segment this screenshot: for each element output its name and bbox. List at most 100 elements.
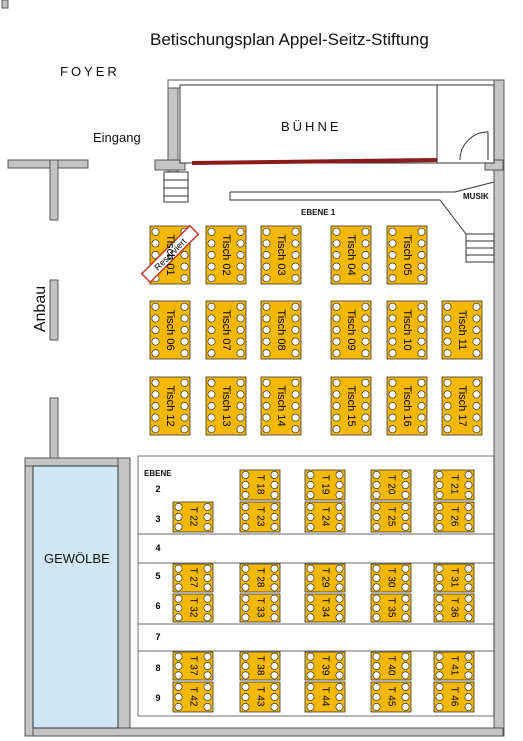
seat-icon: [207, 378, 216, 387]
table-lower-21[interactable]: [304, 651, 346, 681]
seat-icon: [372, 652, 381, 661]
seat-icon: [180, 378, 189, 387]
table-lower-6[interactable]: [304, 501, 346, 533]
seat-icon: [372, 693, 381, 701]
table-lower-5[interactable]: [239, 501, 281, 533]
seat-icon: [306, 564, 315, 573]
table-lower-3[interactable]: [433, 469, 475, 501]
seat-icon: [291, 413, 300, 422]
table-lower-4[interactable]: [172, 501, 214, 533]
table-upper-12[interactable]: [205, 376, 247, 436]
table-upper-8[interactable]: [330, 300, 372, 360]
table-lower-17[interactable]: [370, 593, 412, 623]
table-upper-16[interactable]: [441, 376, 483, 436]
table-lower-14[interactable]: [172, 593, 214, 623]
table-upper-10[interactable]: [441, 300, 483, 360]
table-label-5: T 23: [254, 506, 266, 527]
table-lower-11[interactable]: [304, 563, 346, 593]
table-lower-20[interactable]: [239, 651, 281, 681]
seat-icon: [306, 583, 315, 592]
table-upper-13[interactable]: [260, 376, 302, 436]
table-upper-9[interactable]: [386, 300, 428, 360]
seat-icon: [435, 471, 444, 479]
seat-icon: [262, 337, 271, 346]
seat-icon: [174, 513, 183, 521]
table-label-8: T 26: [448, 506, 460, 527]
seat-icon: [401, 662, 410, 670]
seat-icon: [207, 402, 216, 410]
seat-icon: [241, 594, 250, 603]
seat-icon: [332, 413, 341, 422]
seat-icon: [435, 481, 444, 489]
seat-icon: [174, 662, 183, 670]
seat-icon: [372, 671, 381, 680]
table-label-4: T 22: [187, 506, 199, 527]
table-lower-12[interactable]: [370, 563, 412, 593]
seat-icon: [207, 413, 216, 422]
seat-icon: [291, 326, 300, 334]
table-lower-10[interactable]: [239, 563, 281, 593]
table-upper-2[interactable]: [260, 225, 302, 285]
table-lower-22[interactable]: [370, 651, 412, 681]
table-lower-13[interactable]: [433, 563, 475, 593]
seat-icon: [435, 564, 444, 573]
seat-icon: [335, 523, 344, 531]
table-upper-1[interactable]: [205, 225, 247, 285]
seat-icon: [472, 378, 481, 387]
table-lower-19[interactable]: [172, 651, 214, 681]
table-label-17: T 35: [385, 597, 397, 618]
table-lower-24[interactable]: [172, 681, 214, 713]
table-lower-23[interactable]: [433, 651, 475, 681]
seat-icon: [270, 481, 279, 489]
table-lower-8[interactable]: [433, 501, 475, 533]
seat-icon: [435, 513, 444, 521]
seat-icon: [417, 349, 426, 358]
seat-icon: [207, 262, 216, 271]
seat-icon: [401, 564, 410, 573]
table-lower-0[interactable]: [239, 469, 281, 501]
seat-icon: [306, 471, 315, 479]
table-lower-15[interactable]: [239, 593, 281, 623]
table-lower-25[interactable]: [239, 681, 281, 713]
seat-icon: [262, 227, 271, 236]
table-upper-7[interactable]: [260, 300, 302, 360]
table-upper-4[interactable]: [386, 225, 428, 285]
stage-edge: [191, 158, 438, 165]
seat-icon: [306, 613, 315, 622]
seat-icon: [180, 413, 189, 422]
table-upper-15[interactable]: [386, 376, 428, 436]
seat-icon: [401, 594, 410, 603]
lower-grid: [137, 455, 495, 717]
seat-icon: [435, 613, 444, 622]
seat-icon: [464, 574, 473, 582]
table-lower-7[interactable]: [370, 501, 412, 533]
seat-icon: [335, 683, 344, 691]
table-lower-18[interactable]: [433, 593, 475, 623]
table-upper-6[interactable]: [205, 300, 247, 360]
table-lower-27[interactable]: [370, 681, 412, 713]
table-upper-14[interactable]: [330, 376, 372, 436]
ebene-header-label: EBENE: [144, 469, 172, 478]
seat-icon: [464, 513, 473, 521]
table-lower-28[interactable]: [433, 681, 475, 713]
table-upper-11[interactable]: [149, 376, 191, 436]
table-lower-26[interactable]: [304, 681, 346, 713]
gewoelbe-room: [32, 465, 119, 729]
stage: [179, 84, 438, 164]
table-upper-3[interactable]: [330, 225, 372, 285]
seat-icon: [417, 390, 426, 399]
table-lower-9[interactable]: [172, 563, 214, 593]
seat-icon: [464, 481, 473, 489]
table-label-16: T 34: [319, 597, 331, 618]
seat-icon: [236, 390, 245, 399]
seat-icon: [443, 378, 452, 387]
seat-icon: [262, 390, 271, 399]
table-lower-2[interactable]: [370, 469, 412, 501]
table-upper-5[interactable]: [149, 300, 191, 360]
table-lower-1[interactable]: [304, 469, 346, 501]
seat-icon: [241, 513, 250, 521]
table-lower-16[interactable]: [304, 593, 346, 623]
seat-icon: [241, 471, 250, 479]
seat-icon: [203, 523, 212, 531]
seat-icon: [306, 662, 315, 670]
